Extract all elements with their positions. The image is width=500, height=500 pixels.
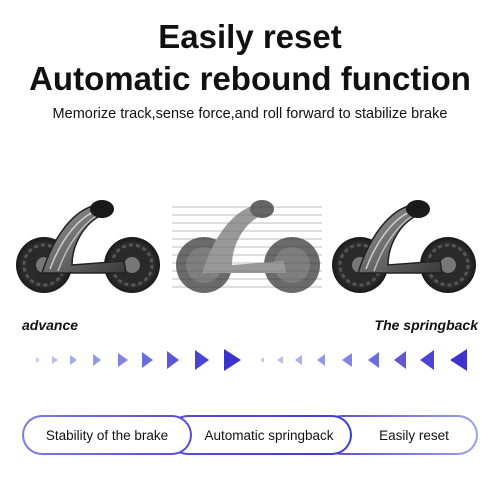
feature-pill-stability: Stability of the brake [22, 415, 192, 455]
feature-pills: Stability of the brake Automatic springb… [22, 415, 478, 455]
title-automatic-rebound: Automatic rebound function [29, 60, 471, 97]
arrow-left-icon [450, 349, 467, 371]
feature-label: Easily reset [324, 417, 476, 453]
arrow-right-icon [52, 356, 58, 364]
feature-pill-springback: Automatic springback [168, 415, 352, 455]
stopper-image-motion [172, 185, 322, 305]
feature-label: Stability of the brake [24, 417, 190, 453]
arrow-right-icon [224, 349, 241, 371]
arrow-left-icon [420, 350, 434, 370]
wheel-stopper-motion-icon [172, 200, 322, 293]
wheel-stopper-icon [16, 200, 160, 293]
label-advance: advance [22, 317, 79, 333]
direction-arrows [36, 349, 467, 371]
arrow-left-icon [317, 354, 325, 366]
title-easily-reset: Easily reset [158, 18, 342, 55]
subtitle: Memorize track,sense force,and roll forw… [52, 106, 448, 122]
arrow-right-icon [167, 351, 179, 369]
arrow-left-icon [394, 351, 406, 369]
arrow-left-icon [277, 356, 283, 364]
arrow-right-icon [118, 353, 128, 367]
stopper-image-springback [330, 185, 480, 305]
arrow-right-icon [142, 352, 153, 368]
label-springback: The springback [374, 317, 478, 333]
arrow-right-icon [93, 354, 101, 366]
arrow-left-icon [368, 352, 379, 368]
arrow-right-icon [36, 357, 40, 363]
arrow-left-icon [295, 355, 302, 365]
arrow-left-icon [342, 353, 352, 367]
arrow-right-icon [195, 350, 209, 370]
feature-label: Automatic springback [170, 417, 350, 453]
wheel-stopper-icon [332, 200, 476, 293]
arrow-left-icon [260, 357, 264, 363]
arrow-right-icon [70, 355, 77, 365]
stopper-image-advance [14, 185, 164, 305]
